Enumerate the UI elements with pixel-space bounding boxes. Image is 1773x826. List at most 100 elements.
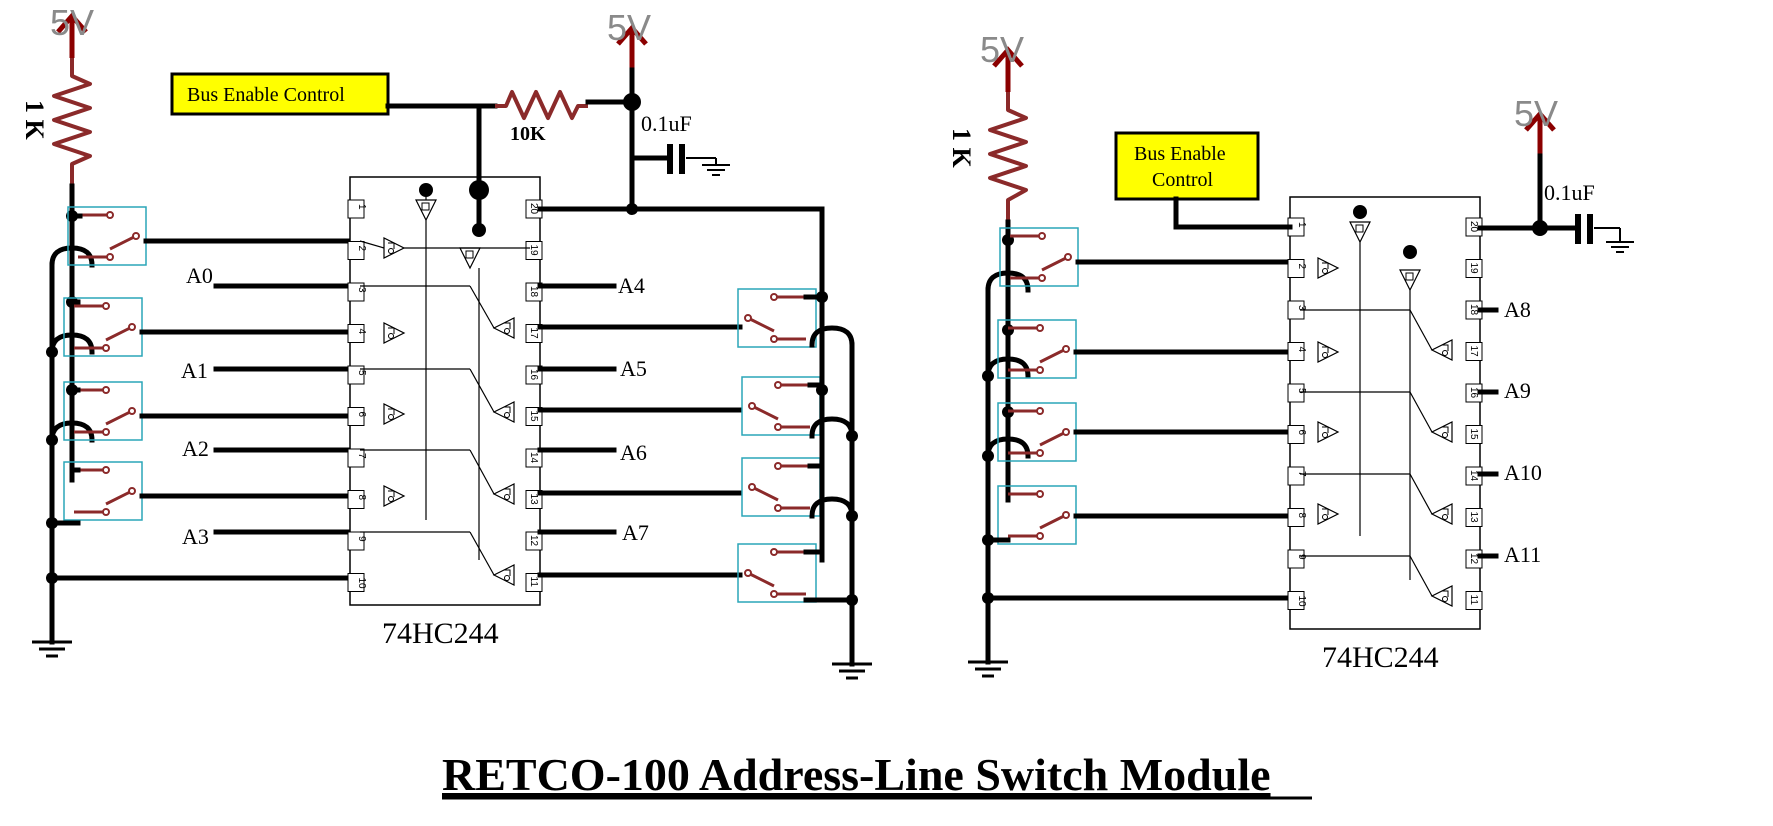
right-bus-enable-line2: Control [1152,169,1214,191]
address-label-a8: A8 [1504,297,1531,322]
chip-pin [347,365,365,385]
address-label-a10: A10 [1504,460,1542,485]
chip-pin [1287,259,1305,278]
address-label-a5: A5 [620,356,647,381]
address-label-a4: A4 [618,273,645,298]
chip-pin [525,531,543,551]
chip-pin-number: 17 [1468,346,1479,358]
pullup-resistor [52,58,92,186]
chip-pin-number: 1 [356,204,367,210]
chip-pin-number: 4 [1296,347,1307,353]
chip-pin [525,241,543,260]
right-bus-enable-control-box [1114,131,1260,201]
chip-pin-number: 7 [356,453,367,459]
chip-pin [1465,508,1483,527]
chip-label-left: 74HC244 [382,617,499,650]
chip-pin [347,573,365,592]
address-label-a9: A9 [1504,378,1531,403]
chip-pin [1287,508,1305,527]
chip-pin-number: 18 [528,286,539,298]
chip-pin-number: 2 [356,246,367,252]
chip-74hc244-left [349,176,541,606]
right-capacitor-ground-icon [1605,241,1635,253]
chip-pin [525,573,543,592]
chip-pin-number: 20 [528,203,539,215]
chip-pin [347,282,365,302]
chip-pin-number: 19 [1468,263,1479,275]
chip-pin [1465,425,1483,444]
chip-pin [1287,549,1305,569]
left-circuit: 5V 1 K A [20,2,874,680]
chip-pin-number: 1 [1296,222,1307,228]
chip-pin-number: 4 [356,329,367,335]
chip-pin-number: 16 [1468,387,1479,399]
chip-pin-number: 12 [1468,553,1479,565]
chip-pin-number: 16 [528,369,539,381]
chip-pin [347,324,365,343]
address-label-a7: A7 [622,520,649,545]
chip-pin [1287,383,1305,403]
address-switch-a1[interactable] [62,296,144,358]
enable-pullup-resistor [495,90,588,120]
diagram-title: RETCO-100 Address-Line Switch Module [442,749,1271,800]
chip-pin-number: 15 [1468,429,1479,441]
chip-pin [347,490,365,509]
right-main-supply-label: 5V [1514,93,1558,134]
chip-pin-number: 8 [1296,513,1307,519]
address-label-a3: A3 [182,524,209,549]
right-pullup-resistor [988,92,1028,222]
enable-resistor-label: 10K [510,123,546,145]
bus-enable-control-box [170,72,390,116]
chip-pin [347,199,365,219]
chip-pin-number: 18 [1468,304,1479,316]
chip-pin-number: 19 [528,245,539,257]
chip-pin-number: 3 [1296,305,1307,311]
chip-pin [347,241,365,260]
chip-pin-number: 17 [528,328,539,340]
chip-pin-number: 9 [356,536,367,542]
chip-pin [1287,466,1305,486]
chip-pin [347,407,365,426]
chip-pin-number: 10 [356,578,367,590]
chip-pin-number: 11 [1468,595,1479,606]
address-switch-a11[interactable] [996,484,1078,546]
right-capacitor-label: 0.1uF [1544,180,1595,205]
chip-pin [1287,591,1305,610]
capacitor-label: 0.1uF [641,111,692,136]
chip-pin-number: 14 [528,452,539,464]
address-switch-a8[interactable] [998,226,1080,288]
chip-pin-number: 12 [528,535,539,547]
chip-pin-number: 11 [528,577,539,588]
main-supply-label: 5V [607,7,651,48]
chip-pin-number: 14 [1468,470,1479,482]
chip-pin-number: 6 [1296,430,1307,436]
chip-pin [1287,425,1305,444]
capacitor-ground-icon [701,164,731,176]
pullup-resistor-label: 1 K [20,100,49,141]
right-pullup-resistor-label: 1 K [947,128,976,169]
chip-label-right: 74HC244 [1322,641,1439,674]
address-label-a0: A0 [186,263,213,288]
chip-pin-number: 10 [1296,596,1307,608]
chip-pin-number: 9 [1296,554,1307,560]
pullup-supply-label: 5V [50,2,94,43]
chip-pin [1465,342,1483,361]
chip-pin [347,531,365,551]
bus-enable-control-label: Bus Enable Control [187,84,345,106]
chip-pin-number: 2 [1296,264,1307,270]
chip-pin-number: 20 [1468,221,1479,233]
chip-pin-number: 13 [528,494,539,506]
chip-pin-number: 6 [356,412,367,418]
chip-pin [1287,342,1305,361]
address-label-a11: A11 [1504,542,1541,567]
chip-pin [347,448,365,468]
right-pullup-supply-label: 5V [980,29,1024,70]
chip-pin [1465,591,1483,610]
chip-pin-number: 3 [356,287,367,293]
chip-pin [1465,259,1483,278]
address-label-a2: A2 [182,436,209,461]
address-label-a1: A1 [181,358,208,383]
